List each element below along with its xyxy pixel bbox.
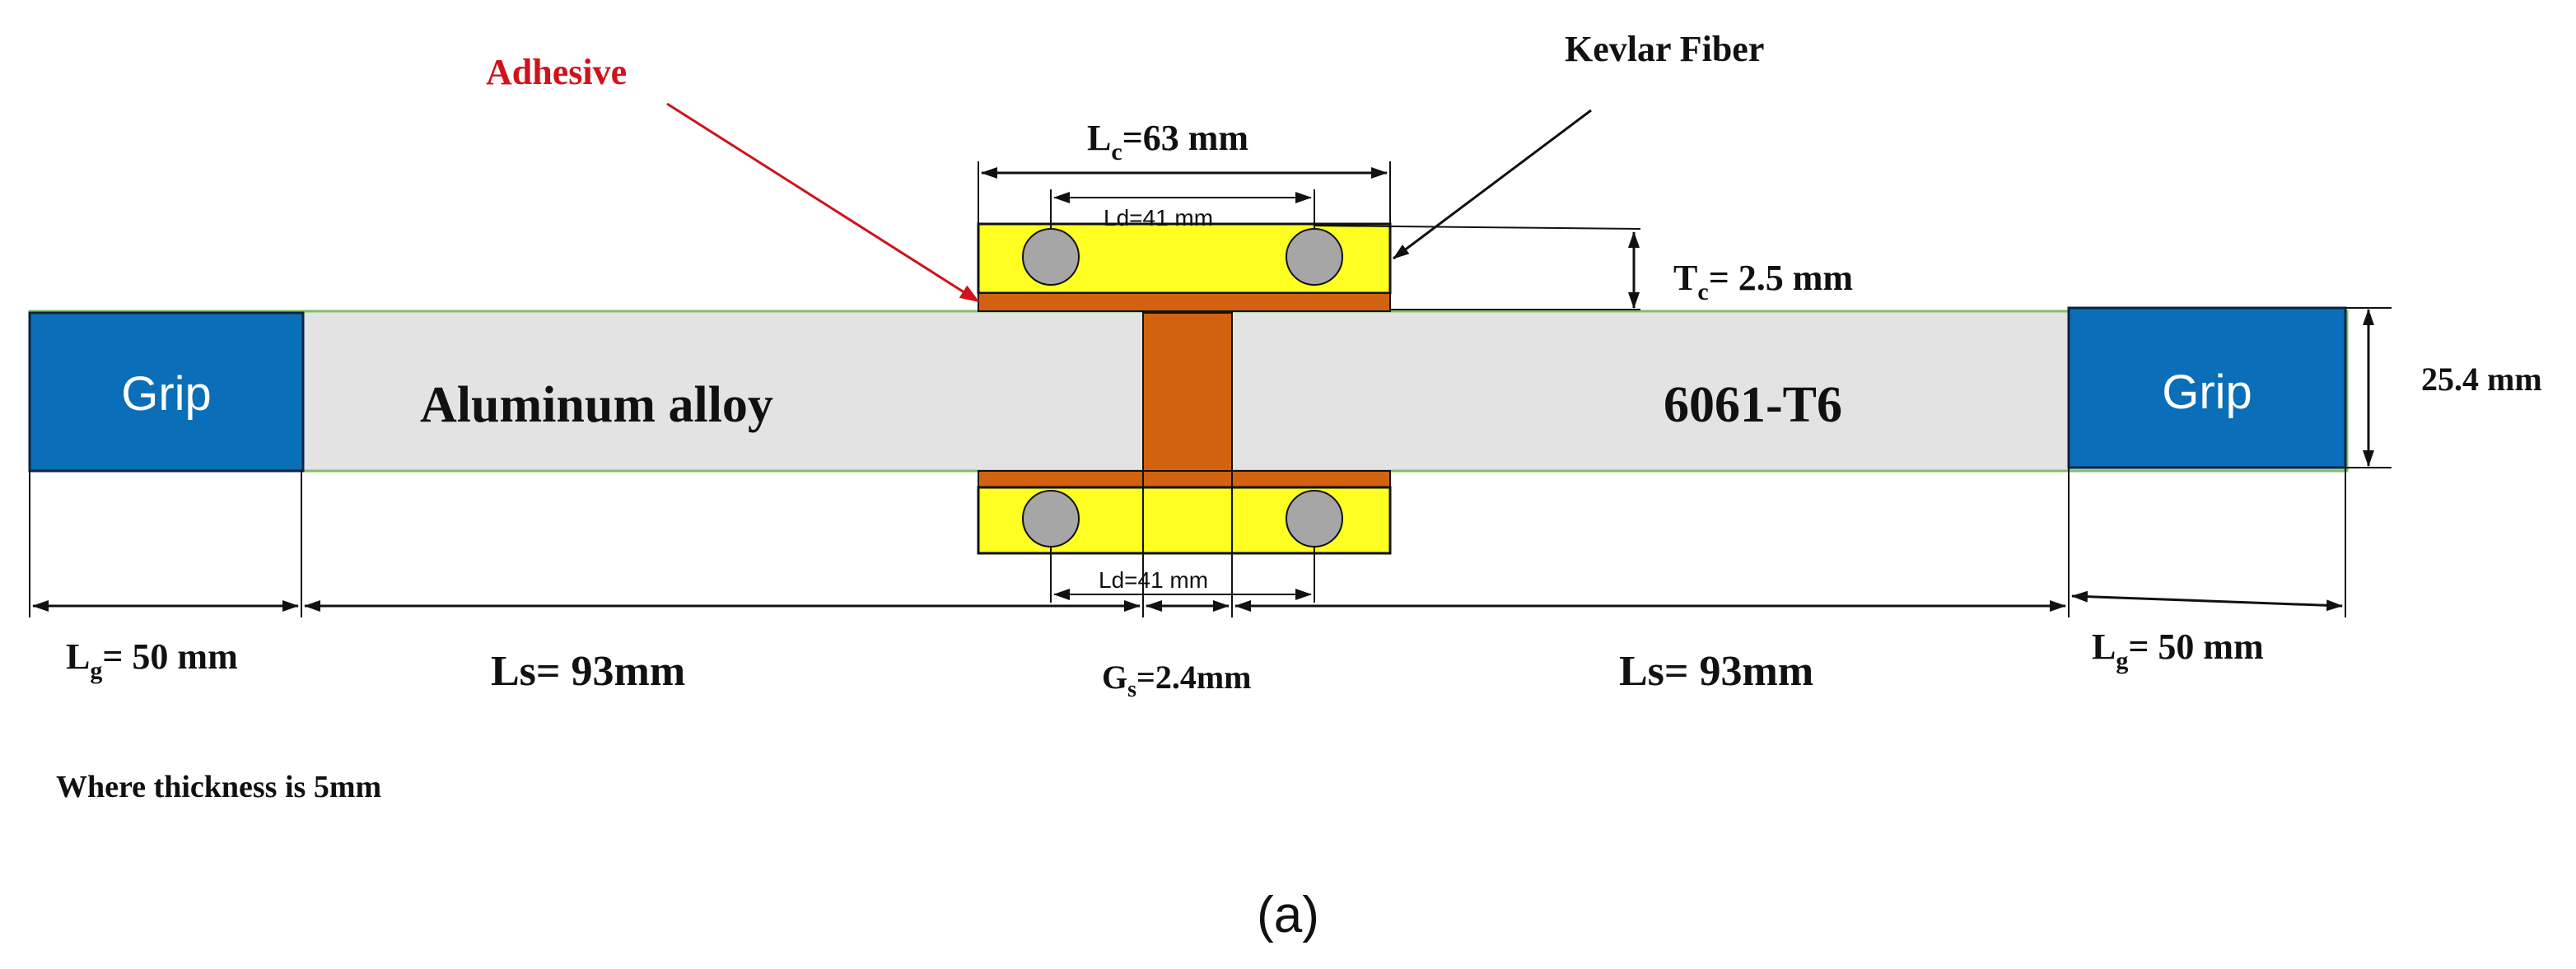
grip-left: [28, 311, 305, 473]
fiber-bottom-right-icon: [1286, 490, 1343, 547]
ld-top-label: Ld=41 mm: [1104, 205, 1213, 231]
kevlar-label: Kevlar Fiber: [1565, 29, 1764, 69]
grip-right-label: Grip: [2162, 366, 2252, 419]
width-label: 25.4 mm: [2421, 361, 2542, 398]
adhesive-label: Adhesive: [486, 52, 627, 92]
material-name-label: Aluminum alloy: [420, 377, 773, 433]
adhesive-web: [1142, 312, 1233, 472]
grip-left-label: Grip: [121, 367, 212, 421]
bottom-adhesive-layer: [978, 470, 1391, 488]
thickness-note: Where thickness is 5mm: [56, 770, 381, 804]
ls-left-label: Ls= 93mm: [491, 648, 685, 695]
tc-label: Tc= 2.5 mm: [1673, 258, 1853, 305]
lc-label: Lc=63 mm: [1087, 118, 1248, 165]
grip-right: [2067, 306, 2347, 469]
ld-bottom-label: Ld=41 mm: [1099, 567, 1208, 593]
fiber-top-left-icon: [1022, 228, 1080, 286]
top-adhesive-layer: [978, 292, 1391, 312]
gs-label: Gs=2.4mm: [1102, 659, 1251, 702]
lg-right-dimension-line: [2071, 590, 2343, 612]
adhesive-arrow: [666, 102, 980, 303]
lg-right-label: Lg= 50 mm: [2092, 627, 2264, 674]
fiber-bottom-left-icon: [1022, 490, 1080, 547]
ls-right-label: Ls= 93mm: [1619, 648, 1813, 695]
fiber-top-right-icon: [1286, 228, 1343, 286]
material-grade-label: 6061-T6: [1664, 377, 1842, 433]
figure-caption: (a): [1257, 887, 1319, 943]
lg-left-label: Lg= 50 mm: [66, 636, 238, 684]
kevlar-arrow: [1393, 109, 1592, 260]
